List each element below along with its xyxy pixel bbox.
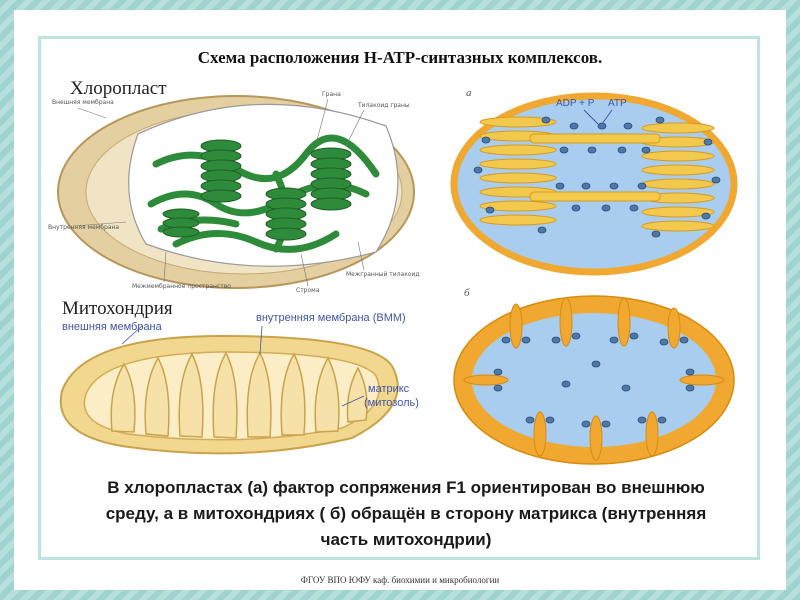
mitochondrion-label: Митохондрия: [62, 298, 173, 319]
chloroplast-illustration: Внешняя мембрана Грана Тилакоид граны Вн…: [48, 91, 420, 294]
grana-stack-3: [310, 147, 352, 211]
annotation-inner-membrane: Внутренняя мембрана: [48, 224, 119, 231]
mitochondrion-illustration: внешняя мембрана внутренняя мембрана (ВМ…: [59, 312, 419, 455]
panel-a-stroma-lamellae: [529, 133, 661, 202]
annotation-outer-membrane: Внешняя мембрана: [52, 99, 114, 106]
panel-a-atp-synthases: [473, 116, 721, 238]
panel-a-arrows: [583, 109, 613, 125]
mito-inner-membrane-label: внутренняя мембрана (ВММ): [256, 312, 406, 324]
mito-matrix-label-2: (митозоль): [364, 397, 419, 409]
slide-frame: [38, 36, 760, 560]
annotation-intermembrane: Межмембранное пространство: [132, 283, 231, 290]
annotation-thylakoid: Тилакоид граны: [357, 102, 410, 109]
annotation-intergranal: Межгранный тилакоид: [346, 271, 420, 278]
panel-a-label: а: [466, 87, 472, 99]
panel-a-schematic: а ADP + P ATP: [450, 87, 738, 276]
mitochondrion-leader-lines: [121, 325, 365, 407]
slide-caption: В хлоропластах (а) фактор сопряжения F1 …: [105, 478, 707, 549]
mito-matrix-label: матрикс: [368, 383, 410, 395]
grana-stack-4: [162, 208, 200, 238]
cristae-folds: [110, 351, 368, 439]
slide-footer: ФГОУ ВПО ЮФУ каф. биохимии и микробиолог…: [300, 575, 500, 585]
panel-b-atp-synthases: [493, 332, 695, 428]
panel-b-label: б: [464, 287, 470, 299]
annotation-stroma: Строма: [296, 287, 320, 294]
panel-b-cristae: [463, 297, 725, 461]
chloroplast-label: Хлоропласт: [70, 78, 167, 99]
panel-b-schematic: б: [453, 287, 735, 465]
grana-stack-1: [200, 139, 242, 203]
panel-a-adp-label: ADP + P: [556, 98, 595, 109]
chloroplast-leader-lines: [73, 98, 365, 287]
grana-stack-2: [265, 187, 307, 241]
mito-outer-membrane-label: внешняя мембрана: [62, 321, 163, 333]
panel-b-matrix: [472, 313, 716, 447]
slide-title: Схема расположения Н-АТР-синтазных компл…: [197, 48, 603, 67]
panel-a-atp-label: ATP: [608, 98, 627, 109]
annotation-grana: Грана: [322, 91, 341, 98]
